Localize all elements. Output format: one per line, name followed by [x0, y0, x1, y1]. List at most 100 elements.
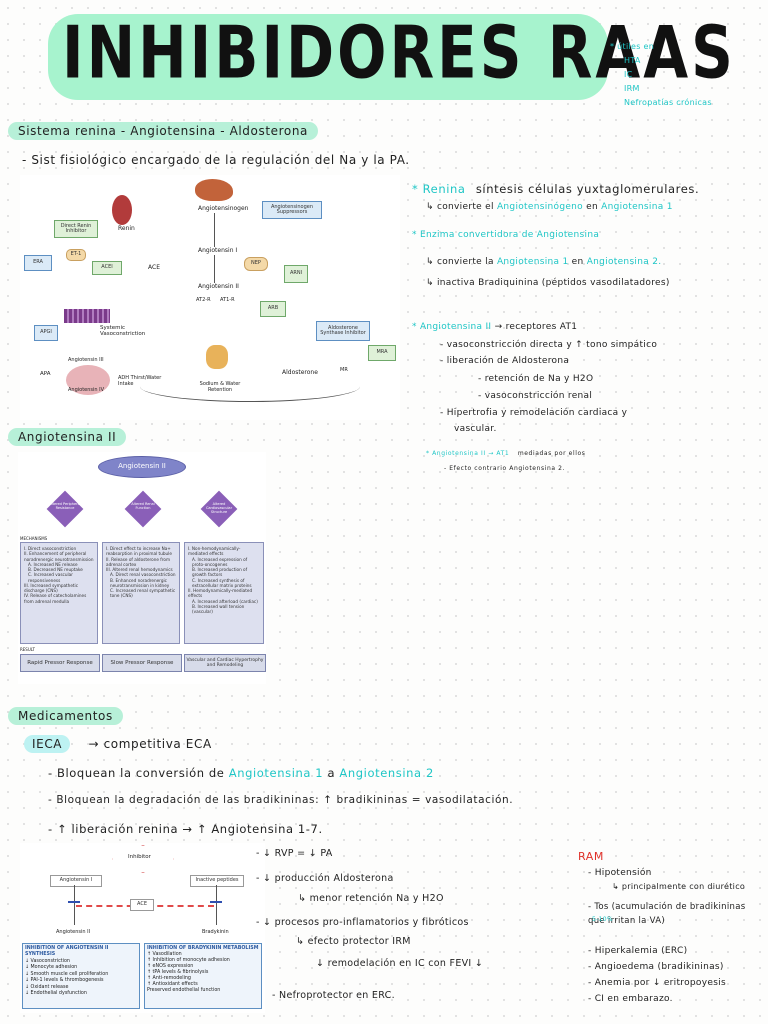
block-mark-left [68, 901, 80, 903]
ram-2: ↳ principalmente con diurético [612, 882, 746, 891]
result-label: RESULT [20, 647, 35, 652]
aldosterone-synthase-inhibitor-box: Aldosterone Synthase Inhibitor [316, 321, 370, 341]
angiotensin-ii-fig-label: Angiotensin II [56, 929, 91, 935]
ieca-line-3: - ↑ liberación renina → ↑ Angiotensina 1… [48, 822, 323, 836]
acei-box: ACEI [92, 261, 122, 275]
mra-box: MRA [368, 345, 396, 361]
uses-item: IRM [624, 84, 640, 93]
angiotensinogen-suppressor-box: Angiotensinogen Suppressors [262, 201, 322, 219]
at1-note: * Angiotensina II → AT1 mediadas por ell… [426, 450, 586, 457]
bradykinin-metabolism-box: INHIBITION OF BRADYKININ METABOLISM ↑ Va… [144, 943, 262, 1009]
ace-inhibitor-figure: Inhibitor Angiotensin I Inactive peptide… [20, 843, 265, 1013]
arb-box: ARB [260, 301, 286, 317]
mechanisms-col-2: I. Direct effect to increase Na+ reabsor… [102, 542, 180, 644]
uses-item: HTA [624, 56, 641, 65]
section-heading-medicamentos: Medicamentos [8, 707, 123, 725]
raas-subtitle: - Sist fisiológico encargado de la regul… [22, 153, 410, 167]
mechanisms-col-1: I. Direct vasoconstriction II. Enhanceme… [20, 542, 98, 644]
ram-3: - Tos (acumulación de bradikininas que i… [588, 902, 746, 926]
adrenal-image [206, 345, 228, 369]
effect-2: - ↓ producción Aldosterona [256, 873, 394, 884]
diamond-renal-label: Altered Renal Function [131, 502, 155, 510]
synthesis-box: INHIBITION OF ANGIOTENSIN II SYNTHESIS ↓… [22, 943, 140, 1009]
uses-item: Nefropatías crónicas [624, 98, 712, 107]
effect-1: - ↓ RVP = ↓ PA [256, 848, 333, 859]
ang2-bullet-2b: - vasoconstricción renal [478, 391, 593, 401]
diamond-cardiovascular-label: Altered Cardiovascular Structure [205, 502, 233, 514]
et1-box: ET-1 [66, 249, 86, 261]
direct-renin-inhibitor-box: Direct Renin Inhibitor [54, 220, 98, 238]
angiotensin-ii-label: Angiotensin II [198, 283, 239, 290]
renina-sub: ↳ convierte el Angiotensinógeno en Angio… [426, 202, 673, 212]
ram-6: - Anemia por ↓ eritropoyesis [588, 978, 726, 988]
brain-image [66, 365, 110, 395]
angiotensin-ii-oval: Angiotensin II [98, 456, 186, 478]
page-title: INHIBIDORES RAAS [62, 10, 736, 95]
uses-item: IC [624, 70, 633, 79]
ang2-bullet-2: - liberación de Aldosterona [440, 356, 570, 366]
inhibitor-label: Inhibitor [128, 854, 151, 860]
section-heading-angiotensina-ii: Angiotensina II [8, 428, 127, 446]
eca-sub1: ↳ convierte la Angiotensina 1 en Angiote… [426, 257, 662, 267]
adh-label: ADH Thirst/Water Intake [118, 375, 162, 387]
bradykinin-label: Bradykinin [202, 929, 229, 935]
angiotensin-i-label: Angiotensin I [198, 247, 238, 254]
eca-note: * Enzima convertidora de Angiotensina [412, 230, 600, 240]
ang2-note: * Angiotensina II → receptores AT1 [412, 322, 578, 332]
effect-6: ↓ remodelación en IC con FEVI ↓ [316, 958, 484, 969]
effect-3: ↳ menor retención Na y H2O [298, 893, 444, 904]
title-highlight [48, 14, 608, 100]
liver-image [195, 179, 233, 201]
arni-box: ARNI [284, 265, 308, 283]
ieca-line: IECA → competitiva ECA [24, 735, 212, 753]
angiotensin-ii-panel: Angiotensin II Altered Peripheral Resist… [18, 452, 266, 684]
effect-7: - Nefroprotector en ERC. [272, 990, 395, 1001]
ace-label: ACE [148, 264, 160, 271]
receptor-membrane [64, 309, 110, 323]
ang2-bullet-1: - vasoconstricción directa y ↑ tono simp… [440, 340, 658, 350]
mechanisms-label: MECHANISMS [20, 536, 48, 541]
systemic-vasoconstriction-label: Systemic Vasoconstriction [100, 325, 146, 337]
ram-4: - Hiperkalemia (ERC) [588, 946, 688, 956]
ram-7: - CI en embarazo. [588, 994, 673, 1004]
angiotensin-iii-label: Angiotensin III [68, 357, 104, 363]
result-slow: Slow Pressor Response [102, 654, 182, 672]
mr-label: MR [340, 367, 348, 373]
ace-box: ACE [130, 899, 154, 911]
uses-list: * útiles en HTA IC IRM Nefropatías cróni… [610, 40, 712, 110]
ram-1: - Hipotensión [588, 868, 652, 878]
ieca-line-2: - Bloquean la degradación de las bradiki… [48, 794, 514, 806]
ang2-bullet-3b: vascular. [454, 424, 497, 434]
feedback-curve [140, 371, 360, 402]
diamond-peripheral-label: Altered Peripheral Resistance [49, 502, 81, 510]
inactive-peptides-box: Inactive peptides [190, 875, 244, 887]
ang2-bullet-3: - Hipertrofia y remodelación cardiaca y [440, 408, 628, 418]
renin-label: Renin [118, 225, 135, 232]
result-rapid: Rapid Pressor Response [20, 654, 100, 672]
at1r-label: AT1-R [220, 297, 235, 303]
apgi-box: APGI [34, 325, 58, 341]
era-box: ERA [24, 255, 52, 271]
angiotensin-iv-label: Angiotensin IV [68, 387, 105, 393]
renina-note: * Renina síntesis células yuxtaglomerula… [412, 182, 700, 196]
section-heading-raas: Sistema renina - Angiotensina - Aldoster… [8, 122, 318, 140]
kidney-image [112, 195, 132, 225]
nep-box: NEP [244, 257, 268, 271]
raas-diagram: Angiotensinogen Renin Direct Renin Inhib… [20, 175, 400, 420]
effect-5: ↳ efecto protector IRM [296, 936, 411, 947]
result-hypertrophy: Vascular and Cardiac Hypertrophy and Rem… [184, 654, 266, 672]
angiotensin-i-box: Angiotensin I [50, 875, 102, 887]
ieca-line-1: - Bloquean la conversión de Angiotensina… [48, 766, 434, 780]
eca-sub2: ↳ inactiva Bradiquinina (péptidos vasodi… [426, 278, 670, 288]
block-mark-right [210, 901, 222, 903]
ieca-label: IECA [24, 735, 71, 753]
ram-title: RAM [578, 850, 605, 863]
at2r-label: AT2-R [196, 297, 211, 303]
ram-small: 5-10% [592, 916, 613, 923]
mechanisms-col-3: I. Non-hemodynamically-mediated effects … [184, 542, 264, 644]
ram-5: - Angioedema (bradikininas) [588, 962, 724, 972]
ang2-bullet-2a: - retención de Na y H2O [478, 374, 594, 384]
at2-note: - Efecto contrario Angiotensina 2. [444, 465, 566, 472]
uses-item: * útiles en [610, 42, 655, 51]
apa-label: APA [40, 371, 51, 377]
